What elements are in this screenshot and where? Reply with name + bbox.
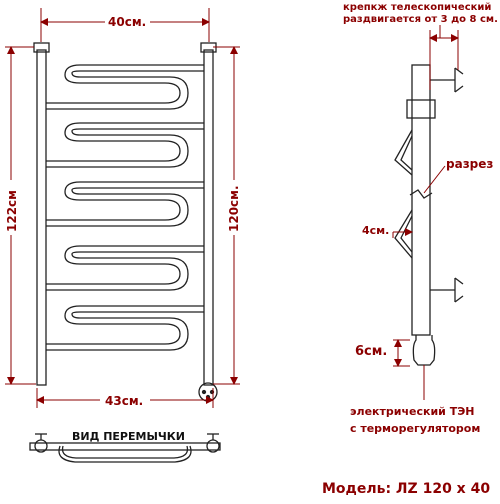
left-height-label: 122см — [5, 190, 19, 232]
right-height-label: 120см. — [227, 185, 241, 232]
height-6-label: 6см. — [355, 344, 388, 359]
serpentine-loop — [46, 181, 204, 227]
cut-label: разрез — [446, 157, 494, 171]
serpentine-loop — [46, 305, 204, 351]
left-post — [36, 49, 47, 386]
jumper-view-label: ВИД ПЕРЕМЫЧКИ — [72, 430, 185, 443]
serpentine-loop — [46, 122, 204, 168]
side-view — [394, 64, 464, 366]
mount-label-line2: раздвигается от 3 до 8 см. — [343, 14, 498, 25]
side-post — [411, 64, 431, 336]
offset-label: 4см. — [362, 224, 390, 237]
top-width-label: 40см. — [108, 15, 147, 29]
heater-label-line1: электрический ТЭН — [350, 405, 475, 418]
mount-label-line1: крепкж телескопический — [343, 2, 492, 13]
serpentine-loops — [46, 64, 204, 351]
front-dimensions — [5, 8, 240, 408]
side-dimensions — [392, 25, 459, 400]
front-view — [33, 42, 218, 402]
jumper-view — [29, 433, 221, 463]
serpentine-loop — [46, 64, 204, 110]
bottom-width-label: 43см. — [105, 394, 144, 408]
right-post — [203, 49, 214, 386]
serpentine-loop — [46, 245, 204, 291]
model-label: Модель: ЛZ 120 х 40 — [322, 481, 491, 497]
heater-label-line2: с терморегулятором — [350, 422, 481, 435]
side-bracket — [406, 99, 436, 119]
